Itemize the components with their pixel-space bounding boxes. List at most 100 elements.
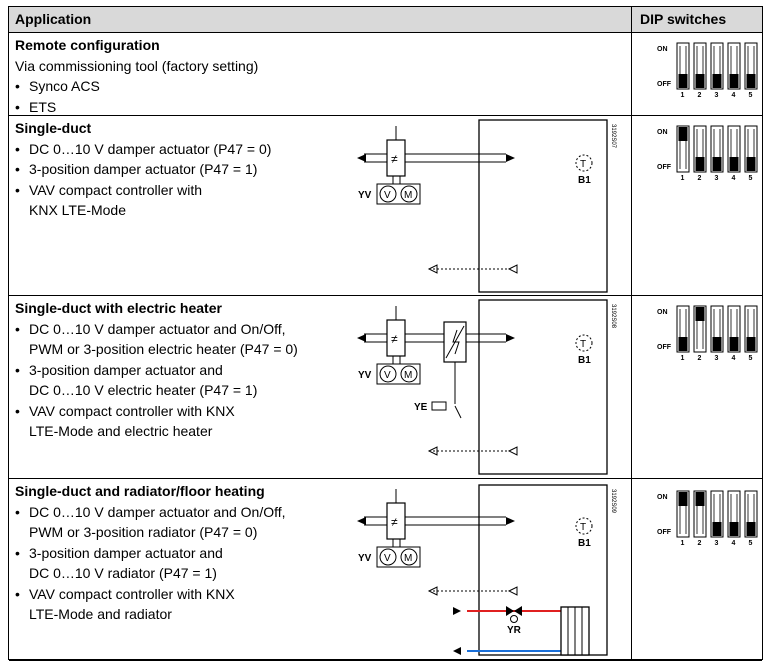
dip-number: 3 bbox=[715, 92, 719, 99]
relay-icon bbox=[431, 401, 447, 411]
actuator-box bbox=[376, 546, 421, 568]
dip-knob-3 bbox=[712, 522, 722, 536]
svg-text:V: V bbox=[384, 370, 391, 381]
svg-text:B1: B1 bbox=[578, 538, 591, 549]
temperature-sensor-icon bbox=[575, 154, 593, 172]
row-text: Single-duct with electric heater DC 0…10… bbox=[15, 298, 298, 442]
dip-knob-5 bbox=[746, 337, 756, 351]
dip-knob-4 bbox=[729, 74, 739, 88]
row-title: Remote configuration bbox=[15, 37, 160, 53]
dip-number: 5 bbox=[749, 175, 753, 182]
row-line: Via commissioning tool (factory setting) bbox=[15, 57, 259, 74]
dip-off-label: OFF bbox=[657, 529, 672, 536]
bullet-item: DC 0…10 V damper actuator and On/Off, PW… bbox=[15, 502, 286, 543]
dip-knob-2 bbox=[695, 492, 705, 506]
row-remote-configuration: Remote configuration Via commissioning t… bbox=[9, 33, 762, 117]
svg-text:≠: ≠ bbox=[391, 332, 398, 346]
dip-knob-1 bbox=[678, 492, 688, 506]
bullet-item: DC 0…10 V damper actuator (P47 = 0) bbox=[15, 139, 271, 160]
dip-on-label: ON bbox=[657, 494, 668, 501]
temperature-sensor-icon bbox=[575, 517, 593, 535]
dip-knob-4 bbox=[729, 157, 739, 171]
radiator-diagram: 3192S09 ≠ V M YV T B1 bbox=[357, 484, 616, 656]
row-title: Single-duct bbox=[15, 120, 92, 136]
dip-off-label: OFF bbox=[657, 344, 672, 351]
row-text: Remote configuration Via commissioning t… bbox=[15, 35, 258, 117]
temperature-sensor-icon bbox=[575, 334, 593, 352]
svg-text:V: V bbox=[384, 553, 391, 564]
dip-number: 4 bbox=[732, 540, 736, 547]
dip-knob-3 bbox=[712, 157, 722, 171]
svg-text:T: T bbox=[580, 339, 586, 350]
dip-number: 1 bbox=[681, 355, 685, 362]
v-icon bbox=[379, 365, 397, 383]
electric-heater-diagram: 3192S08 ≠ V M YV YE T B1 bbox=[357, 299, 616, 475]
dip-number: 2 bbox=[698, 92, 702, 99]
svg-text:T: T bbox=[580, 159, 586, 170]
dip-knob-2 bbox=[695, 157, 705, 171]
bullet-item: VAV compact controller with KNX LTE-Mode bbox=[15, 180, 271, 221]
dip-knob-1 bbox=[678, 74, 688, 88]
bullet-item: 3-position damper actuator and DC 0…10 V… bbox=[15, 360, 298, 401]
dip-knob-2 bbox=[695, 307, 705, 321]
dip-number: 5 bbox=[749, 92, 753, 99]
dip-number: 2 bbox=[698, 540, 702, 547]
row-single-duct-radiator: Single-duct and radiator/floor heating D… bbox=[9, 479, 762, 661]
header-application: Application bbox=[15, 11, 92, 27]
svg-text:≠: ≠ bbox=[391, 515, 398, 529]
dip-knob-5 bbox=[746, 74, 756, 88]
dip-knob-3 bbox=[712, 337, 722, 351]
dip-on-label: ON bbox=[657, 309, 668, 316]
drawing-number: 3192S09 bbox=[610, 489, 616, 514]
svg-text:V: V bbox=[384, 190, 391, 201]
v-icon bbox=[379, 185, 397, 203]
svg-text:YV: YV bbox=[358, 553, 372, 564]
dip-number: 4 bbox=[732, 92, 736, 99]
dip-knob-5 bbox=[746, 522, 756, 536]
actuator-box bbox=[376, 363, 421, 385]
dip-off-label: OFF bbox=[657, 164, 672, 171]
svg-text:B1: B1 bbox=[578, 175, 591, 186]
dip-switch-block: ON OFF 1 2 3 4 5 bbox=[657, 42, 758, 99]
dip-number: 1 bbox=[681, 92, 685, 99]
dip-knob-4 bbox=[729, 522, 739, 536]
dip-on-label: ON bbox=[657, 129, 668, 136]
svg-text:YV: YV bbox=[358, 190, 372, 201]
dip-on-label: ON bbox=[657, 46, 668, 53]
svg-text:T: T bbox=[580, 522, 586, 533]
dip-number: 3 bbox=[715, 540, 719, 547]
dip-number: 2 bbox=[698, 355, 702, 362]
dip-number: 5 bbox=[749, 355, 753, 362]
drawing-number: 3192S08 bbox=[610, 304, 616, 329]
dip-number: 2 bbox=[698, 175, 702, 182]
svg-text:YE: YE bbox=[414, 402, 428, 413]
svg-text:B1: B1 bbox=[578, 355, 591, 366]
dip-off-label: OFF bbox=[657, 81, 672, 88]
drawing-number: 3192S07 bbox=[610, 124, 616, 149]
v-icon bbox=[379, 548, 397, 566]
actuator-box bbox=[376, 183, 421, 205]
m-icon bbox=[400, 548, 418, 566]
dip-knob-3 bbox=[712, 74, 722, 88]
bullet-item: VAV compact controller with KNX LTE-Mode… bbox=[15, 584, 286, 625]
svg-text:M: M bbox=[404, 553, 412, 564]
dip-number: 1 bbox=[681, 175, 685, 182]
application-table: Application DIP switches Remote configur… bbox=[8, 6, 763, 661]
bullet-item: ETS bbox=[15, 97, 258, 118]
m-icon bbox=[400, 185, 418, 203]
svg-text:YR: YR bbox=[507, 625, 522, 636]
dip-number: 4 bbox=[732, 355, 736, 362]
svg-text:YV: YV bbox=[358, 370, 372, 381]
bullet-item: VAV compact controller with KNX LTE-Mode… bbox=[15, 401, 298, 442]
bullet-item: 3-position damper actuator and DC 0…10 V… bbox=[15, 543, 286, 584]
dip-knob-1 bbox=[678, 127, 688, 141]
row-text: Single-duct DC 0…10 V damper actuator (P… bbox=[15, 118, 271, 221]
svg-text:≠: ≠ bbox=[391, 152, 398, 166]
dip-number: 5 bbox=[749, 540, 753, 547]
row-title: Single-duct and radiator/floor heating bbox=[15, 483, 265, 499]
bullet-item: Synco ACS bbox=[15, 76, 258, 97]
single-duct-diagram: 3192S07 ≠ V M YV T B1 bbox=[357, 119, 616, 293]
